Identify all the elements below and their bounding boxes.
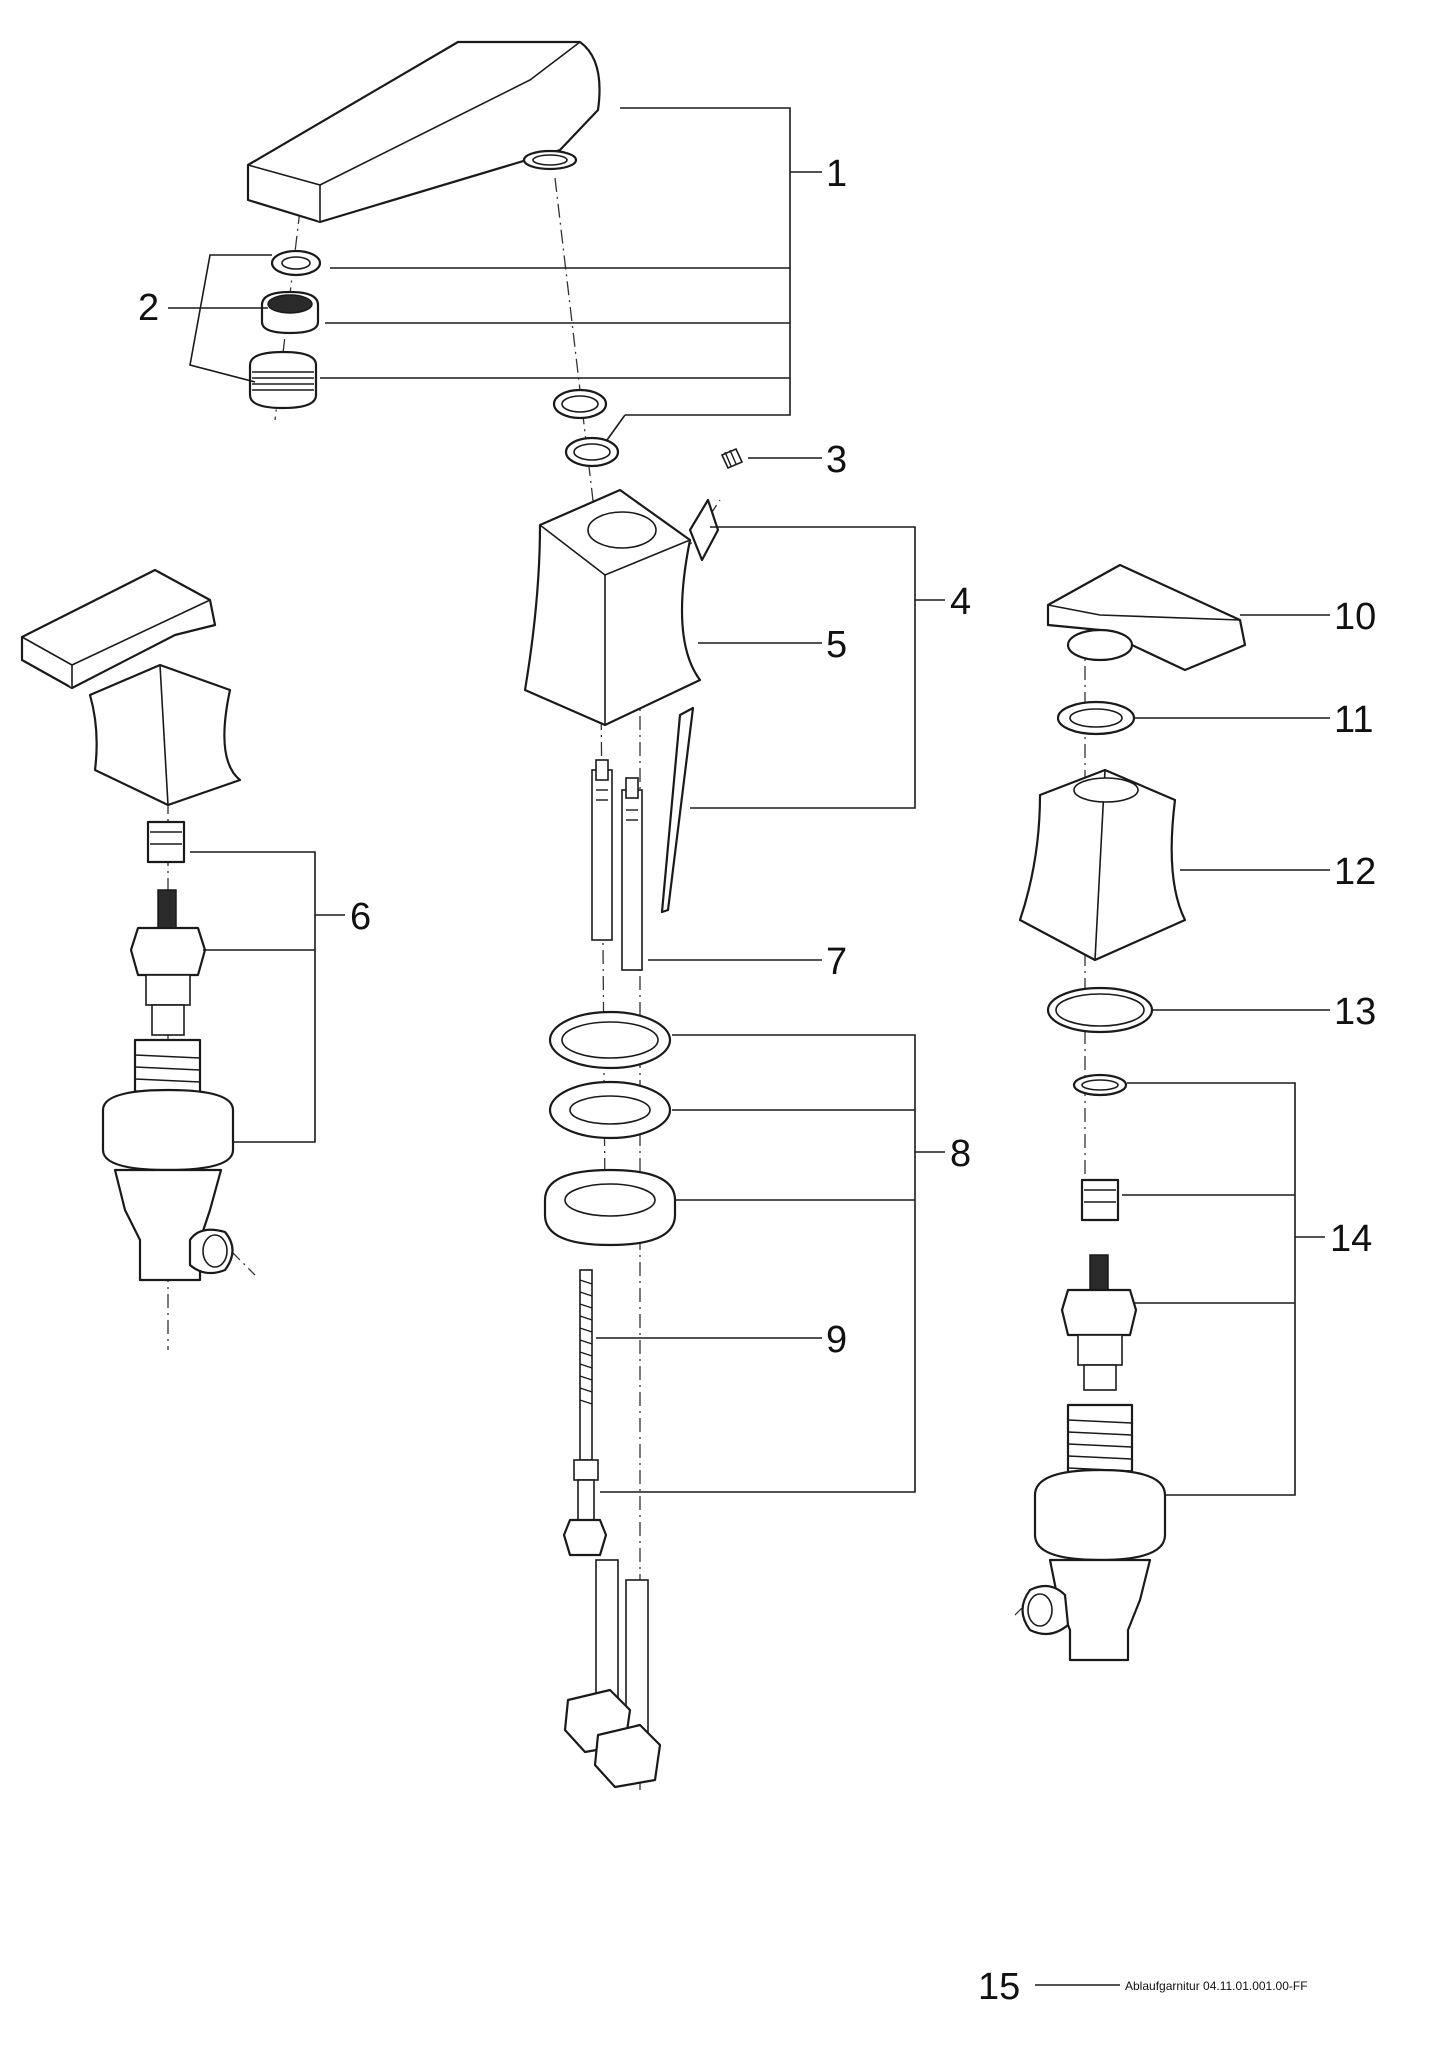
callout-9: 9 xyxy=(826,1319,847,1361)
o-ring-part-13 xyxy=(1046,986,1154,1034)
rosette-part-12 xyxy=(1018,768,1187,962)
mounting-gaskets-part-8 xyxy=(543,1010,677,1247)
callout-14: 14 xyxy=(1330,1218,1372,1260)
mixer-body-part-5 xyxy=(523,488,720,914)
callout-5: 5 xyxy=(826,624,847,666)
callout-labels: 1 2 3 4 5 6 7 8 9 10 11 12 13 14 xyxy=(138,153,1376,1361)
callout-12: 12 xyxy=(1334,851,1376,893)
callout-4: 4 xyxy=(950,581,971,623)
inner-pipes-part-7 xyxy=(591,759,643,971)
callout-13: 13 xyxy=(1334,991,1376,1033)
callout-1: 1 xyxy=(826,153,847,195)
callout-2: 2 xyxy=(138,287,159,329)
callout-8: 8 xyxy=(950,1133,971,1175)
ring-part-11 xyxy=(1056,700,1136,736)
aerator-part-2 xyxy=(248,249,322,410)
threaded-rod-part-9 xyxy=(562,1269,608,1557)
right-handle-part-10 xyxy=(1046,563,1247,672)
left-handle xyxy=(20,568,242,807)
footer-part-number: 15 xyxy=(978,1966,1020,2008)
leader-lines xyxy=(168,107,1330,1986)
left-valve-body xyxy=(101,1038,235,1282)
spout-part-1 xyxy=(246,40,601,224)
set-screw-part-3 xyxy=(720,447,744,470)
callout-11: 11 xyxy=(1334,699,1373,741)
right-valve-set-part-14 xyxy=(1021,1073,1167,1662)
callout-7: 7 xyxy=(826,941,847,983)
callout-10: 10 xyxy=(1334,596,1376,638)
supply-hoses xyxy=(563,1559,662,1789)
spout-o-rings xyxy=(552,388,620,468)
footer-part-label: Ablaufgarnitur 04.11.01.001.00-FF xyxy=(1125,1979,1308,1993)
footer: 15 Ablaufgarnitur 04.11.01.001.00-FF xyxy=(978,1966,1308,2008)
callout-6: 6 xyxy=(350,896,371,938)
left-valve-cartridge xyxy=(129,820,207,1036)
callout-3: 3 xyxy=(826,439,847,481)
center-axes xyxy=(167,177,1086,1790)
